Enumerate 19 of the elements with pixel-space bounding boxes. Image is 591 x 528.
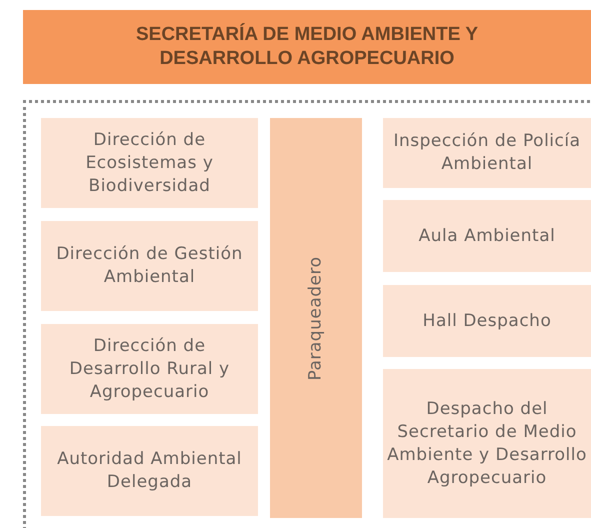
room-block (41, 426, 258, 516)
room-block (41, 324, 258, 414)
room-block (383, 285, 591, 357)
room-block (383, 200, 591, 272)
room-name: Dirección de Ecosistemas y Biodiversidad (84, 128, 214, 198)
room-block (383, 369, 591, 518)
room-block (41, 118, 258, 208)
room-name: Inspección de Policía Ambiental (392, 130, 582, 176)
room-name: Dirección de Gestión Ambiental (55, 243, 244, 289)
room-block (41, 221, 258, 311)
room-name: Autoridad Ambiental Delegada (56, 448, 243, 494)
room-name: Aula Ambiental (418, 224, 556, 248)
room-name: Paraqueadero (304, 256, 326, 380)
room-name: Dirección de Desarrollo Rural y Agropecuario (68, 334, 231, 404)
parking-area (270, 118, 362, 518)
room-block (383, 118, 591, 188)
room-name: Despacho del Secretario de Medio Ambiente y Desarrollo Agropecuario (387, 398, 587, 490)
room-name: Hall Despacho (422, 310, 552, 332)
title-text: SECRETARÍA DE MEDIO AMBIENTE Y DESARROLLO AGROPECUARIO (134, 23, 480, 71)
